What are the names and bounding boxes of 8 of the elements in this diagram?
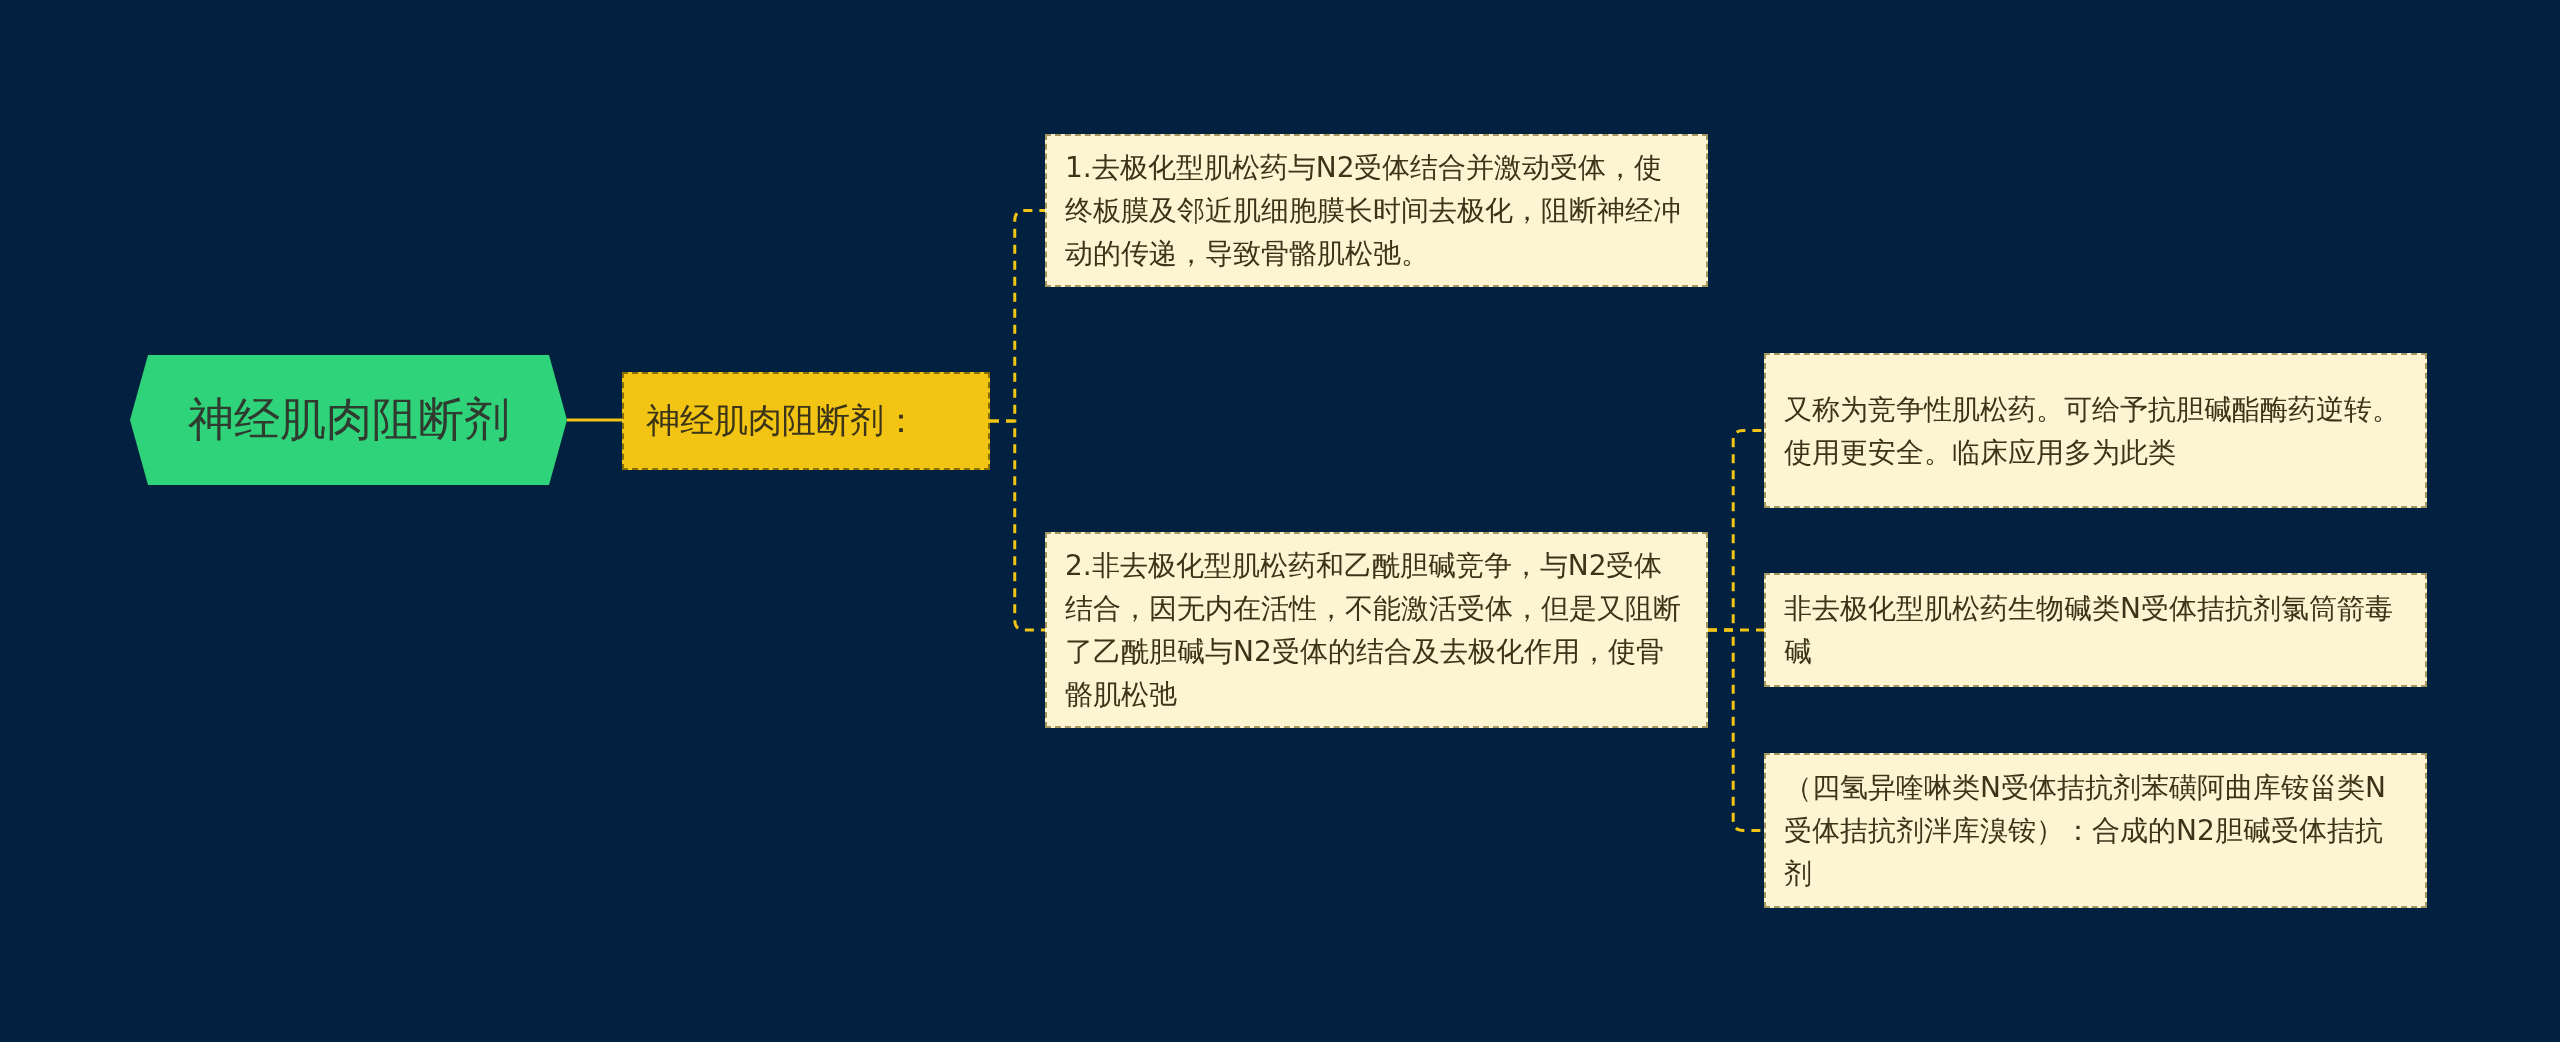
text-box: 2.非去极化型肌松药和乙酰胆碱竞争，与N2受体结合，因无内在活性，不能激活受体，但是又阻断了乙酰胆碱与N2受体的结合及去极化作用，使骨骼肌松弛 [1045,532,1708,728]
topic-hexagon: 神经肌肉阻断剂 [130,355,567,485]
text-box: （四氢异喹啉类N受体拮抗剂苯磺阿曲库铵甾类N受体拮抗剂泮库溴铵）：合成的N2胆碱受体拮抗剂 [1764,753,2427,908]
text-box: 又称为竞争性肌松药。可给予抗胆碱酯酶药逆转。使用更安全。临床应用多为此类 [1764,353,2427,508]
text-box: 非去极化型肌松药生物碱类N受体拮抗剂氯筒箭毒碱 [1764,573,2427,687]
subtopic-box: 神经肌肉阻断剂： [622,372,990,470]
text-box: 1.去极化型肌松药与N2受体结合并激动受体，使终板膜及邻近肌细胞膜长时间去极化，阻断神经冲动的传递，导致骨骼肌松弛。 [1045,134,1708,287]
connector-line [567,418,622,422]
